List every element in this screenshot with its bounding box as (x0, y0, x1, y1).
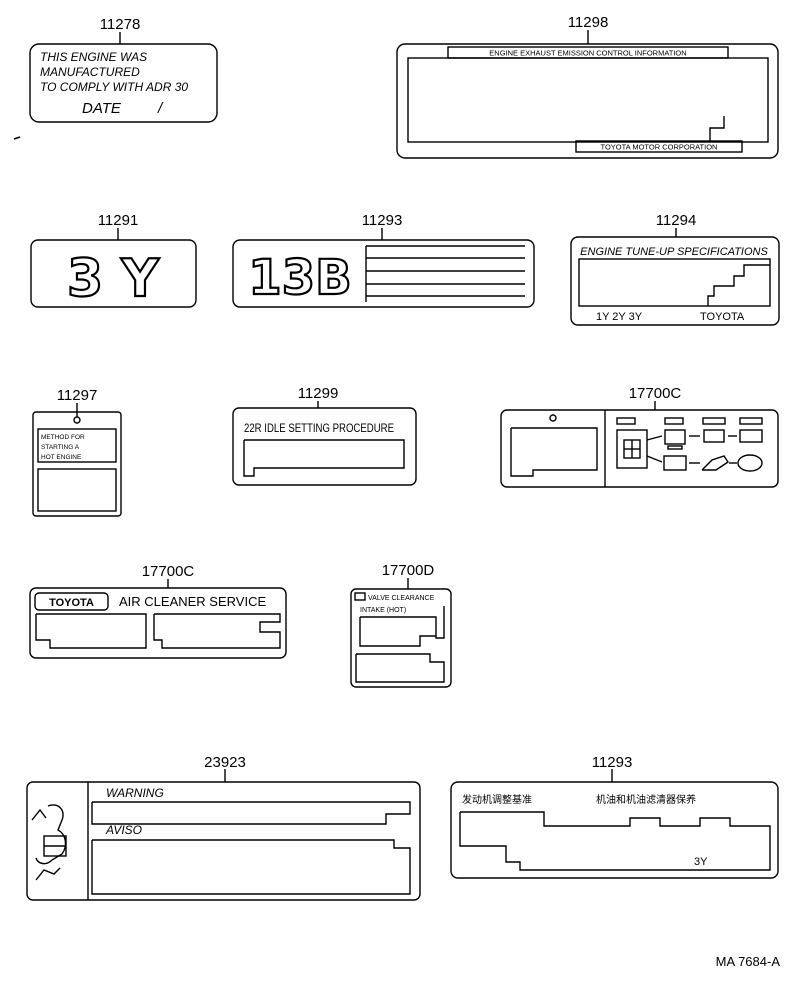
label-17700D (350, 578, 452, 688)
part-number-11294: 11294 (656, 212, 697, 229)
label-11293-b (450, 769, 779, 879)
l17700c-brand: TOYOTA (49, 597, 94, 609)
part-number-11298: 11298 (568, 14, 609, 31)
l17700c-text: AIR CLEANER SERVICE (119, 594, 266, 609)
label-11298 (396, 30, 779, 159)
l11297-line2: STARTING A (41, 444, 80, 451)
l11297-line1: METHOD FOR (41, 434, 85, 441)
l11278-line3: TO COMPLY WITH ADR 30 (40, 80, 188, 94)
l11294-models: 1Y 2Y 3Y (596, 311, 643, 323)
label-11293-a (232, 228, 535, 308)
l17700d-line2: INTAKE (HOT) (360, 607, 406, 614)
label-11291 (30, 228, 197, 308)
l11291-text: 3 Y (67, 249, 160, 309)
l11298-header: ENGINE EXHAUST EMISSION CONTROL INFORMAT… (489, 49, 686, 58)
stray-mark (13, 136, 21, 140)
part-number-11293-a: 11293 (362, 212, 403, 229)
l11293b-model: 3Y (694, 856, 708, 868)
l11293b-right: 机油和机油滤清器保养 (596, 793, 696, 806)
part-number-11293-b: 11293 (592, 754, 633, 771)
l11298-footer: TOYOTA MOTOR CORPORATION (601, 143, 718, 152)
l11278-slash: / (157, 100, 164, 117)
figure-code: MA 7684-A (716, 954, 781, 969)
part-number-11297: 11297 (57, 387, 98, 404)
l11278-line1: THIS ENGINE WAS (40, 50, 147, 64)
l11299-header: 22R IDLE SETTING PROCEDURE (244, 421, 394, 435)
label-11297 (32, 403, 122, 517)
l11297-line3: HOT ENGINE (41, 454, 82, 461)
label-11299 (232, 401, 417, 486)
label-17700C-b (29, 579, 287, 659)
part-number-17700C-b: 17700C (142, 563, 195, 580)
l11294-brand: TOYOTA (700, 311, 745, 323)
l23923-warning: WARNING (106, 786, 164, 800)
part-number-11278: 11278 (100, 16, 141, 33)
label-17700C-a (500, 401, 779, 488)
l17700d-line1: VALVE CLEARANCE (368, 595, 435, 602)
part-number-17700C-a: 17700C (629, 385, 682, 402)
l11294-header: ENGINE TUNE-UP SPECIFICATIONS (580, 246, 768, 258)
l11278-date: DATE (82, 100, 122, 117)
label-11294 (570, 228, 780, 326)
part-number-23923: 23923 (204, 754, 246, 771)
part-number-11299: 11299 (298, 385, 339, 402)
l23923-aviso: AVISO (105, 823, 142, 837)
label-23923 (26, 769, 421, 901)
part-number-17700D: 17700D (382, 562, 435, 579)
l11278-line2: MANUFACTURED (40, 65, 140, 79)
l11293b-left: 发动机调整基准 (462, 793, 532, 806)
l11293a-text: 13B (248, 250, 351, 306)
part-number-11291: 11291 (98, 212, 139, 229)
label-11278 (29, 32, 218, 123)
